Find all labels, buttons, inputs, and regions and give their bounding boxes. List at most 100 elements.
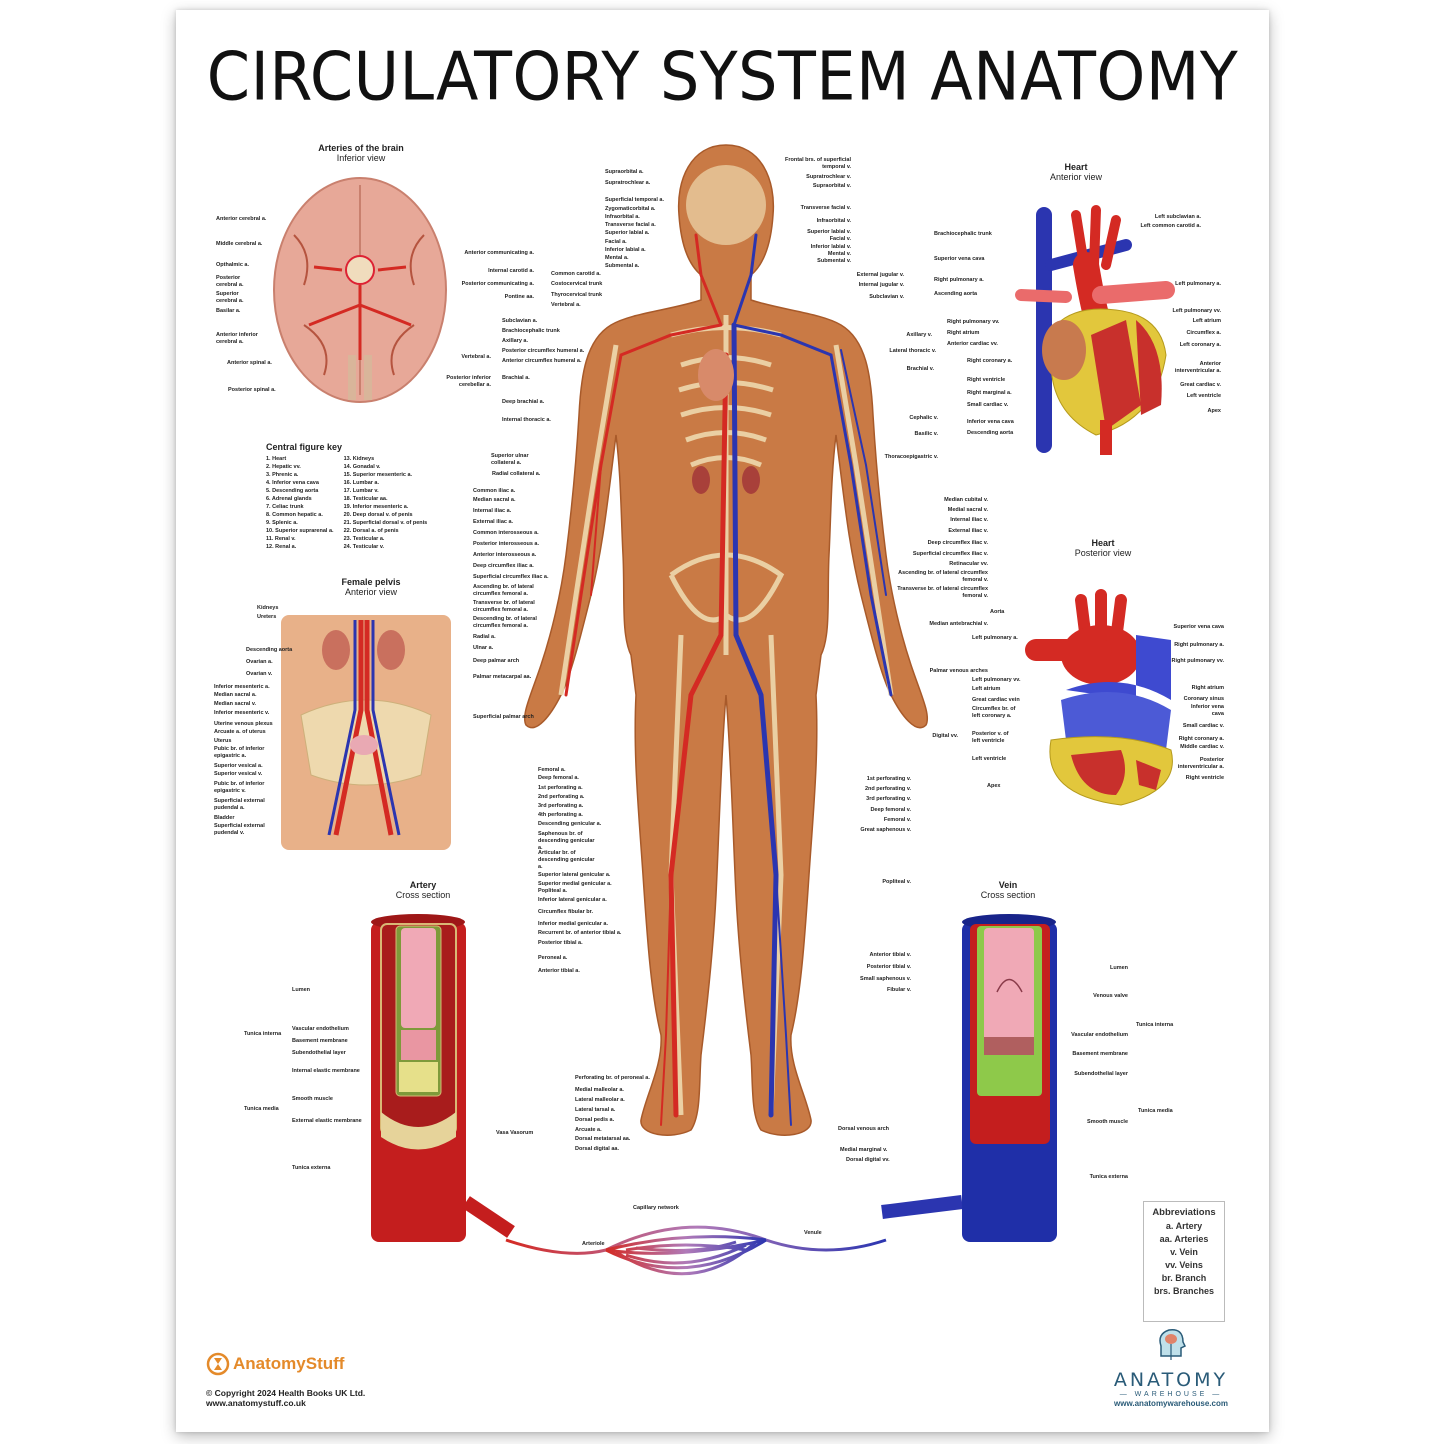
label: Supratrochlear a. — [605, 180, 651, 186]
label: Anterior inferior cerebral a. — [216, 332, 258, 345]
label: Opthalmic a. — [216, 262, 250, 268]
anatomystuff-url[interactable]: www.anatomystuff.co.uk — [206, 1398, 306, 1408]
brain-section-title: Arteries of the brain Inferior view — [306, 143, 416, 163]
label: Ascending aorta — [934, 291, 978, 297]
capillary-network-illustration — [505, 1225, 887, 1276]
artery-cross-section-illustration — [371, 914, 515, 1242]
abbreviation-item: brs. Branches — [1153, 1286, 1215, 1296]
label: Superior labial a. — [605, 230, 650, 236]
label: Brachiocephalic trunk — [502, 328, 560, 334]
label: Kidneys — [257, 605, 279, 611]
label: Superior vesical v. — [214, 771, 263, 777]
label: Brachiocephalic trunk — [934, 231, 992, 237]
poster-title: CIRCULATORY SYSTEM ANATOMY — [206, 37, 1239, 116]
label: Lumen — [292, 987, 311, 993]
anatomystuff-logo: AnatomyStuff — [206, 1350, 344, 1378]
label: Common interosseous a. — [473, 530, 539, 536]
abbreviation-item: vv. Veins — [1165, 1260, 1203, 1270]
label: 4th perforating a. — [538, 812, 583, 818]
label: Medial sacral v. — [947, 507, 988, 513]
label: Ascending br. of lateral circumflex femo… — [898, 570, 988, 583]
label: Anterior spinal a. — [227, 360, 272, 366]
label: Left atrium — [972, 686, 1001, 692]
label: Transverse br. of lateral circumflex fem… — [897, 586, 988, 599]
label: Median sacral a. — [214, 692, 257, 698]
key-item: 14. Gonadal v. — [343, 464, 381, 470]
label: Tunica externa — [292, 1165, 331, 1171]
label: Dorsal digital aa. — [575, 1146, 620, 1152]
label: Internal carotid a. — [488, 268, 534, 274]
label: Lateral tarsal a. — [575, 1107, 616, 1113]
key-item: 9. Splenic a. — [266, 520, 298, 526]
label: Median sacral a. — [473, 497, 516, 503]
label: Dorsal pedis a. — [575, 1117, 615, 1123]
label: Infraorbital v. — [816, 218, 851, 224]
label: Submental v. — [817, 258, 851, 264]
pelvis-illustration — [281, 615, 451, 850]
label: Submental a. — [605, 263, 640, 269]
label: Middle cardiac v. — [1180, 744, 1224, 750]
label: Supraorbital v. — [812, 183, 851, 189]
label: Small cardiac v. — [1182, 723, 1224, 729]
label: Vertebral a. — [461, 354, 491, 360]
abbreviation-item: a. Artery — [1165, 1221, 1203, 1231]
label: Inferior mesenteric a. — [214, 684, 270, 690]
label: Deep palmar arch — [473, 658, 520, 664]
label: Circumflex br. of left coronary a. — [972, 706, 1016, 719]
label: Arteriole — [582, 1241, 605, 1247]
label: Brachial v. — [906, 366, 934, 372]
label: Internal jugular v. — [858, 282, 904, 288]
label: Supraorbital a. — [605, 169, 644, 175]
label: Lateral thoracic v. — [889, 348, 936, 354]
label: Axillary v. — [906, 332, 932, 338]
label: Mental a. — [605, 255, 629, 261]
heart-anterior-subtitle: Anterior view — [1049, 172, 1103, 182]
label: Descending br. of lateral circumflex fem… — [473, 616, 537, 629]
label: Left pulmonary a. — [972, 635, 1018, 641]
abbreviations-box: Abbreviations a. Artery aa. Arteries v. … — [1143, 1201, 1225, 1322]
label: Left ventricle — [1186, 393, 1221, 399]
anatomy-warehouse-url[interactable]: www.anatomywarehouse.com — [1114, 1399, 1228, 1408]
label: Great saphenous v. — [860, 827, 911, 833]
label: Zygomaticorbital a. — [605, 206, 656, 212]
label: Uterine venous plexus — [214, 721, 273, 727]
anatomy-warehouse-brand: ANATOMY — [1113, 1369, 1229, 1391]
label: Frontal brs. of superficial temporal v. — [784, 157, 851, 170]
label: Right pulmonary vv. — [1171, 658, 1224, 664]
label: Anterior interosseous a. — [473, 552, 537, 558]
vein-section-title: Vein Cross section — [958, 880, 1058, 900]
label: Superficial palmar arch — [473, 714, 534, 720]
label: Vasa Vasorum — [496, 1130, 534, 1136]
artery-section-title: Artery Cross section — [373, 880, 473, 900]
pelvis-section-title: Female pelvis Anterior view — [326, 577, 416, 597]
label: Apex — [1207, 408, 1221, 414]
label: Superior vena cava — [1173, 624, 1224, 630]
key-item: 2. Hepatic vv. — [266, 464, 301, 470]
label: Tunica media — [1138, 1108, 1173, 1114]
key-column-2: 13. Kidneys 14. Gonadal v. 15. Superior … — [344, 455, 428, 551]
label: Perforating br. of peroneal a. — [575, 1075, 650, 1081]
label: Saphenous br. of descending genicular a. — [538, 831, 595, 851]
key-item: 24. Testicular v. — [343, 544, 385, 550]
label: 3rd perforating a. — [538, 803, 584, 809]
label: Anterior interventricular a. — [1174, 361, 1221, 374]
abbreviations-title: Abbreviations — [1152, 1207, 1216, 1218]
key-item: 8. Common hepatic a. — [266, 512, 323, 518]
label: Middle cerebral a. — [216, 241, 263, 247]
label: Circumflex a. — [1186, 330, 1221, 336]
label: Internal elastic membrane — [292, 1068, 360, 1074]
label: Radial collateral a. — [492, 471, 541, 477]
label: Radial a. — [473, 634, 496, 640]
key-item: 4. Inferior vena cava — [266, 480, 319, 486]
label: Articular br. of descending genicular a. — [538, 850, 595, 870]
label: Palmar metacarpal aa. — [473, 674, 532, 680]
key-item: 19. Inferior mesenteric a. — [343, 504, 409, 510]
key-item: 3. Phrenic a. — [266, 472, 299, 478]
label: Smooth muscle — [1087, 1119, 1128, 1125]
label: Fibular v. — [886, 987, 911, 993]
label: Internal thoracic a. — [502, 417, 551, 423]
label: External jugular v. — [856, 272, 904, 278]
label: Tunica externa — [1089, 1174, 1128, 1180]
label: Retinacular vv. — [949, 561, 988, 567]
label: Infraorbital a. — [605, 214, 640, 220]
